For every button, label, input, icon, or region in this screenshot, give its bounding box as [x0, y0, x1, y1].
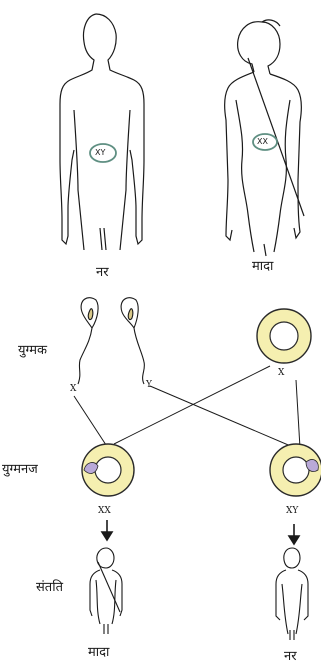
sperm-x-label: X — [70, 384, 76, 394]
arrow-left — [102, 520, 112, 540]
female-chromosome-label: XX — [257, 137, 268, 146]
male-parent-label: नर — [96, 262, 109, 280]
zygote-row-label: युग्मनज — [2, 459, 38, 477]
arrow-right — [289, 524, 299, 544]
female-parent-label: मादा — [252, 256, 273, 274]
gamete-row-label: युग्मक — [18, 340, 47, 358]
egg-cell — [257, 309, 311, 363]
cross-lines — [74, 366, 300, 450]
sperm-x — [78, 298, 98, 384]
sperm-y — [121, 298, 144, 384]
offspring-male — [276, 548, 308, 640]
offspring-female-label: मादा — [88, 642, 109, 660]
zygote-left-label: XX — [98, 506, 111, 516]
zygote-right-label: XY — [286, 506, 298, 516]
zygote-left — [82, 444, 134, 496]
offspring-male-label: नर — [284, 646, 297, 664]
sperm-y-label: Y — [146, 380, 152, 390]
male-figure — [60, 14, 144, 250]
offspring-row-label: संतति — [36, 577, 63, 595]
offspring-female — [90, 548, 122, 634]
male-chromosome-label: XY — [95, 148, 105, 157]
egg-x-label: X — [278, 368, 284, 378]
zygote-right — [270, 444, 321, 496]
